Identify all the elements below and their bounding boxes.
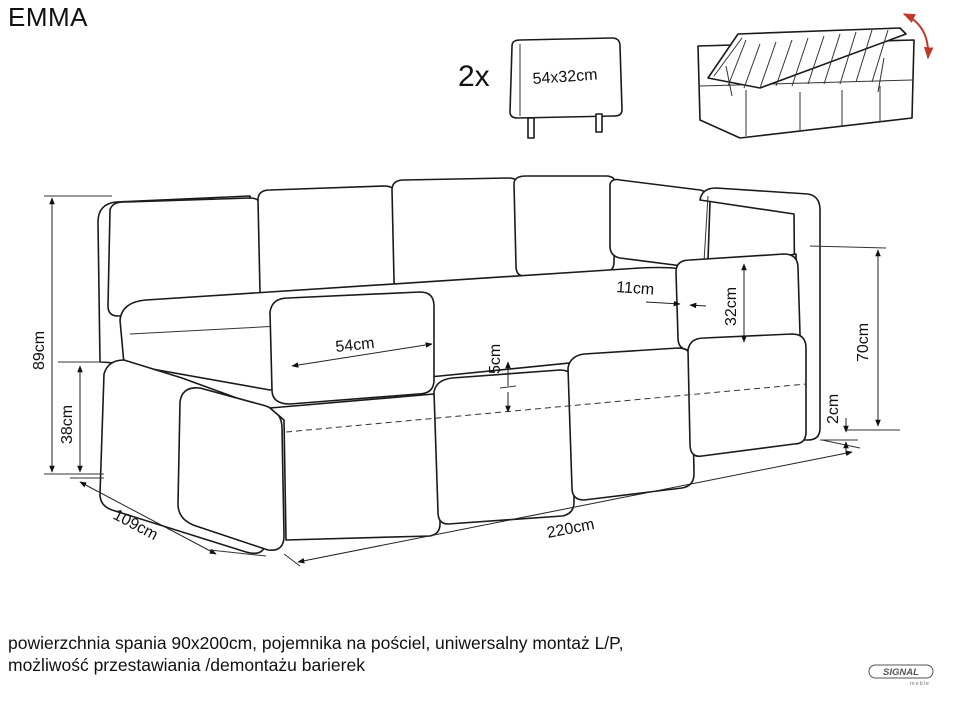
dimension-lines: 89cm 38cm 109cm 220cm 54cm 5cm 11cm 32cm [31,195,900,567]
cushion-height-label: 32cm [723,287,740,326]
description-line-1: powierzchnia spania 90x200cm, pojemnika … [8,633,624,653]
cushion-thickness-label: 11cm [616,279,655,299]
product-description: powierzchnia spania 90x200cm, pojemnika … [8,632,623,676]
width-label: 220cm [546,516,596,542]
storage-thumbnail [697,13,934,139]
product-title: EMMA [8,2,88,32]
cushion-count: 2x [458,60,490,93]
logo-brand: SIGNAL [883,667,919,678]
signal-logo: SIGNAL meble [868,664,934,686]
description-line-2: możliwość przestawiania /demontażu barie… [8,655,365,675]
cushion-size-label: 54x32cm [532,67,598,88]
height-back-label: 70cm [855,323,872,362]
height-seat-label: 38cm [59,405,76,444]
cushion-thumbnail: 54x32cm [509,37,623,139]
cushion-width-label: 54cm [335,335,376,356]
leg-height-label: 2cm [825,394,842,424]
logo-sub: meble [910,681,930,686]
height-total-label: 89cm [31,331,48,370]
mattress-gap-label: 5cm [487,344,504,374]
sofa-drawing [97,175,821,555]
